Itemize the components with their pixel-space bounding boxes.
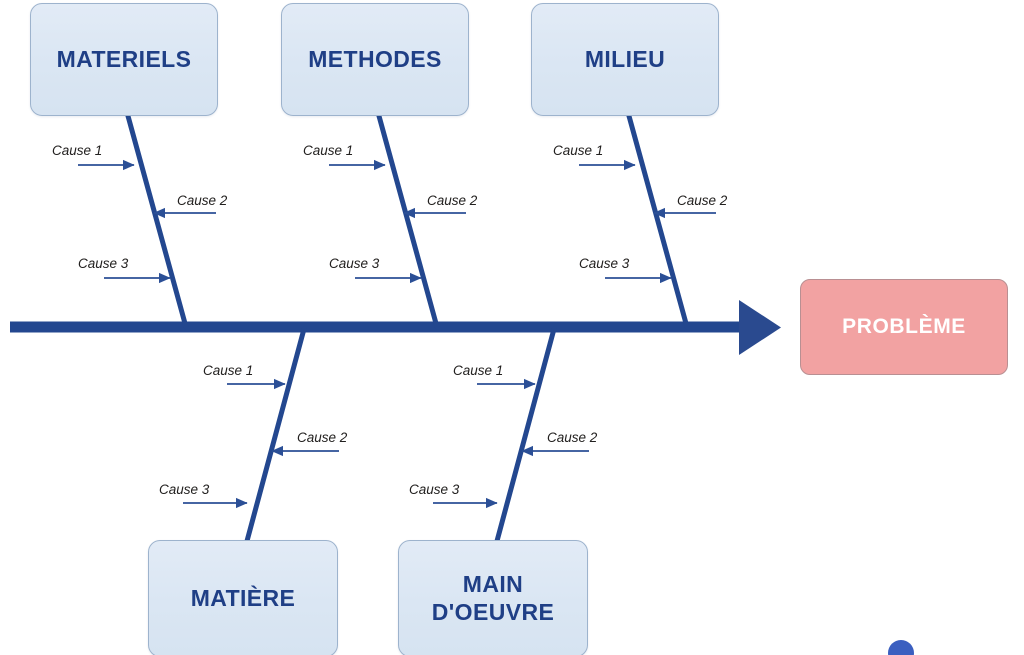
cause-label-milieu-3: Cause 3: [579, 256, 630, 271]
category-label-materiels: MATERIELS: [56, 45, 192, 72]
rib-materiels: [125, 113, 189, 330]
cause-label-milieu-1: Cause 1: [553, 143, 604, 158]
category-label-milieu: MILIEU: [584, 45, 666, 72]
category-box-matiere[interactable]: MATIÈRE: [148, 540, 338, 655]
category-box-milieu[interactable]: MILIEU: [531, 3, 719, 116]
cause-label-methodes-3: Cause 3: [329, 256, 380, 271]
cause-label-milieu-2: Cause 2: [677, 193, 728, 208]
cause-label-materiels-1: Cause 1: [52, 143, 103, 158]
cause-label-materiels-2: Cause 2: [177, 193, 228, 208]
cause-label-materiels-3: Cause 3: [78, 256, 129, 271]
cause-label-main-oeuvre-3: Cause 3: [409, 482, 460, 497]
rib-matiere: [244, 326, 307, 544]
rib-group: [125, 113, 690, 544]
cause-label-matiere-1: Cause 1: [203, 363, 254, 378]
cause-arrow-group: [78, 159, 716, 509]
category-label-matiere: MATIÈRE: [190, 584, 296, 611]
spine-group: [10, 300, 781, 355]
category-box-materiels[interactable]: MATERIELS: [30, 3, 218, 116]
category-box-methodes[interactable]: METHODES: [281, 3, 469, 116]
category-label-main-oeuvre: MAIN D'OEUVRE: [431, 571, 555, 625]
cause-label-methodes-1: Cause 1: [303, 143, 354, 158]
problem-label: PROBLÈME: [842, 315, 966, 338]
category-label-methodes: METHODES: [308, 45, 442, 72]
cause-label-matiere-2: Cause 2: [297, 430, 348, 445]
decorative-dot: [888, 640, 914, 655]
category-box-main-oeuvre[interactable]: MAIN D'OEUVRE: [398, 540, 588, 655]
problem-box[interactable]: PROBLÈME: [800, 279, 1008, 375]
cause-label-methodes-2: Cause 2: [427, 193, 478, 208]
rib-milieu: [626, 113, 690, 330]
rib-main-oeuvre: [494, 326, 557, 544]
spine-arrowhead: [739, 300, 781, 355]
cause-label-main-oeuvre-2: Cause 2: [547, 430, 598, 445]
cause-label-main-oeuvre-1: Cause 1: [453, 363, 504, 378]
rib-methodes: [376, 113, 440, 330]
cause-label-matiere-3: Cause 3: [159, 482, 210, 497]
